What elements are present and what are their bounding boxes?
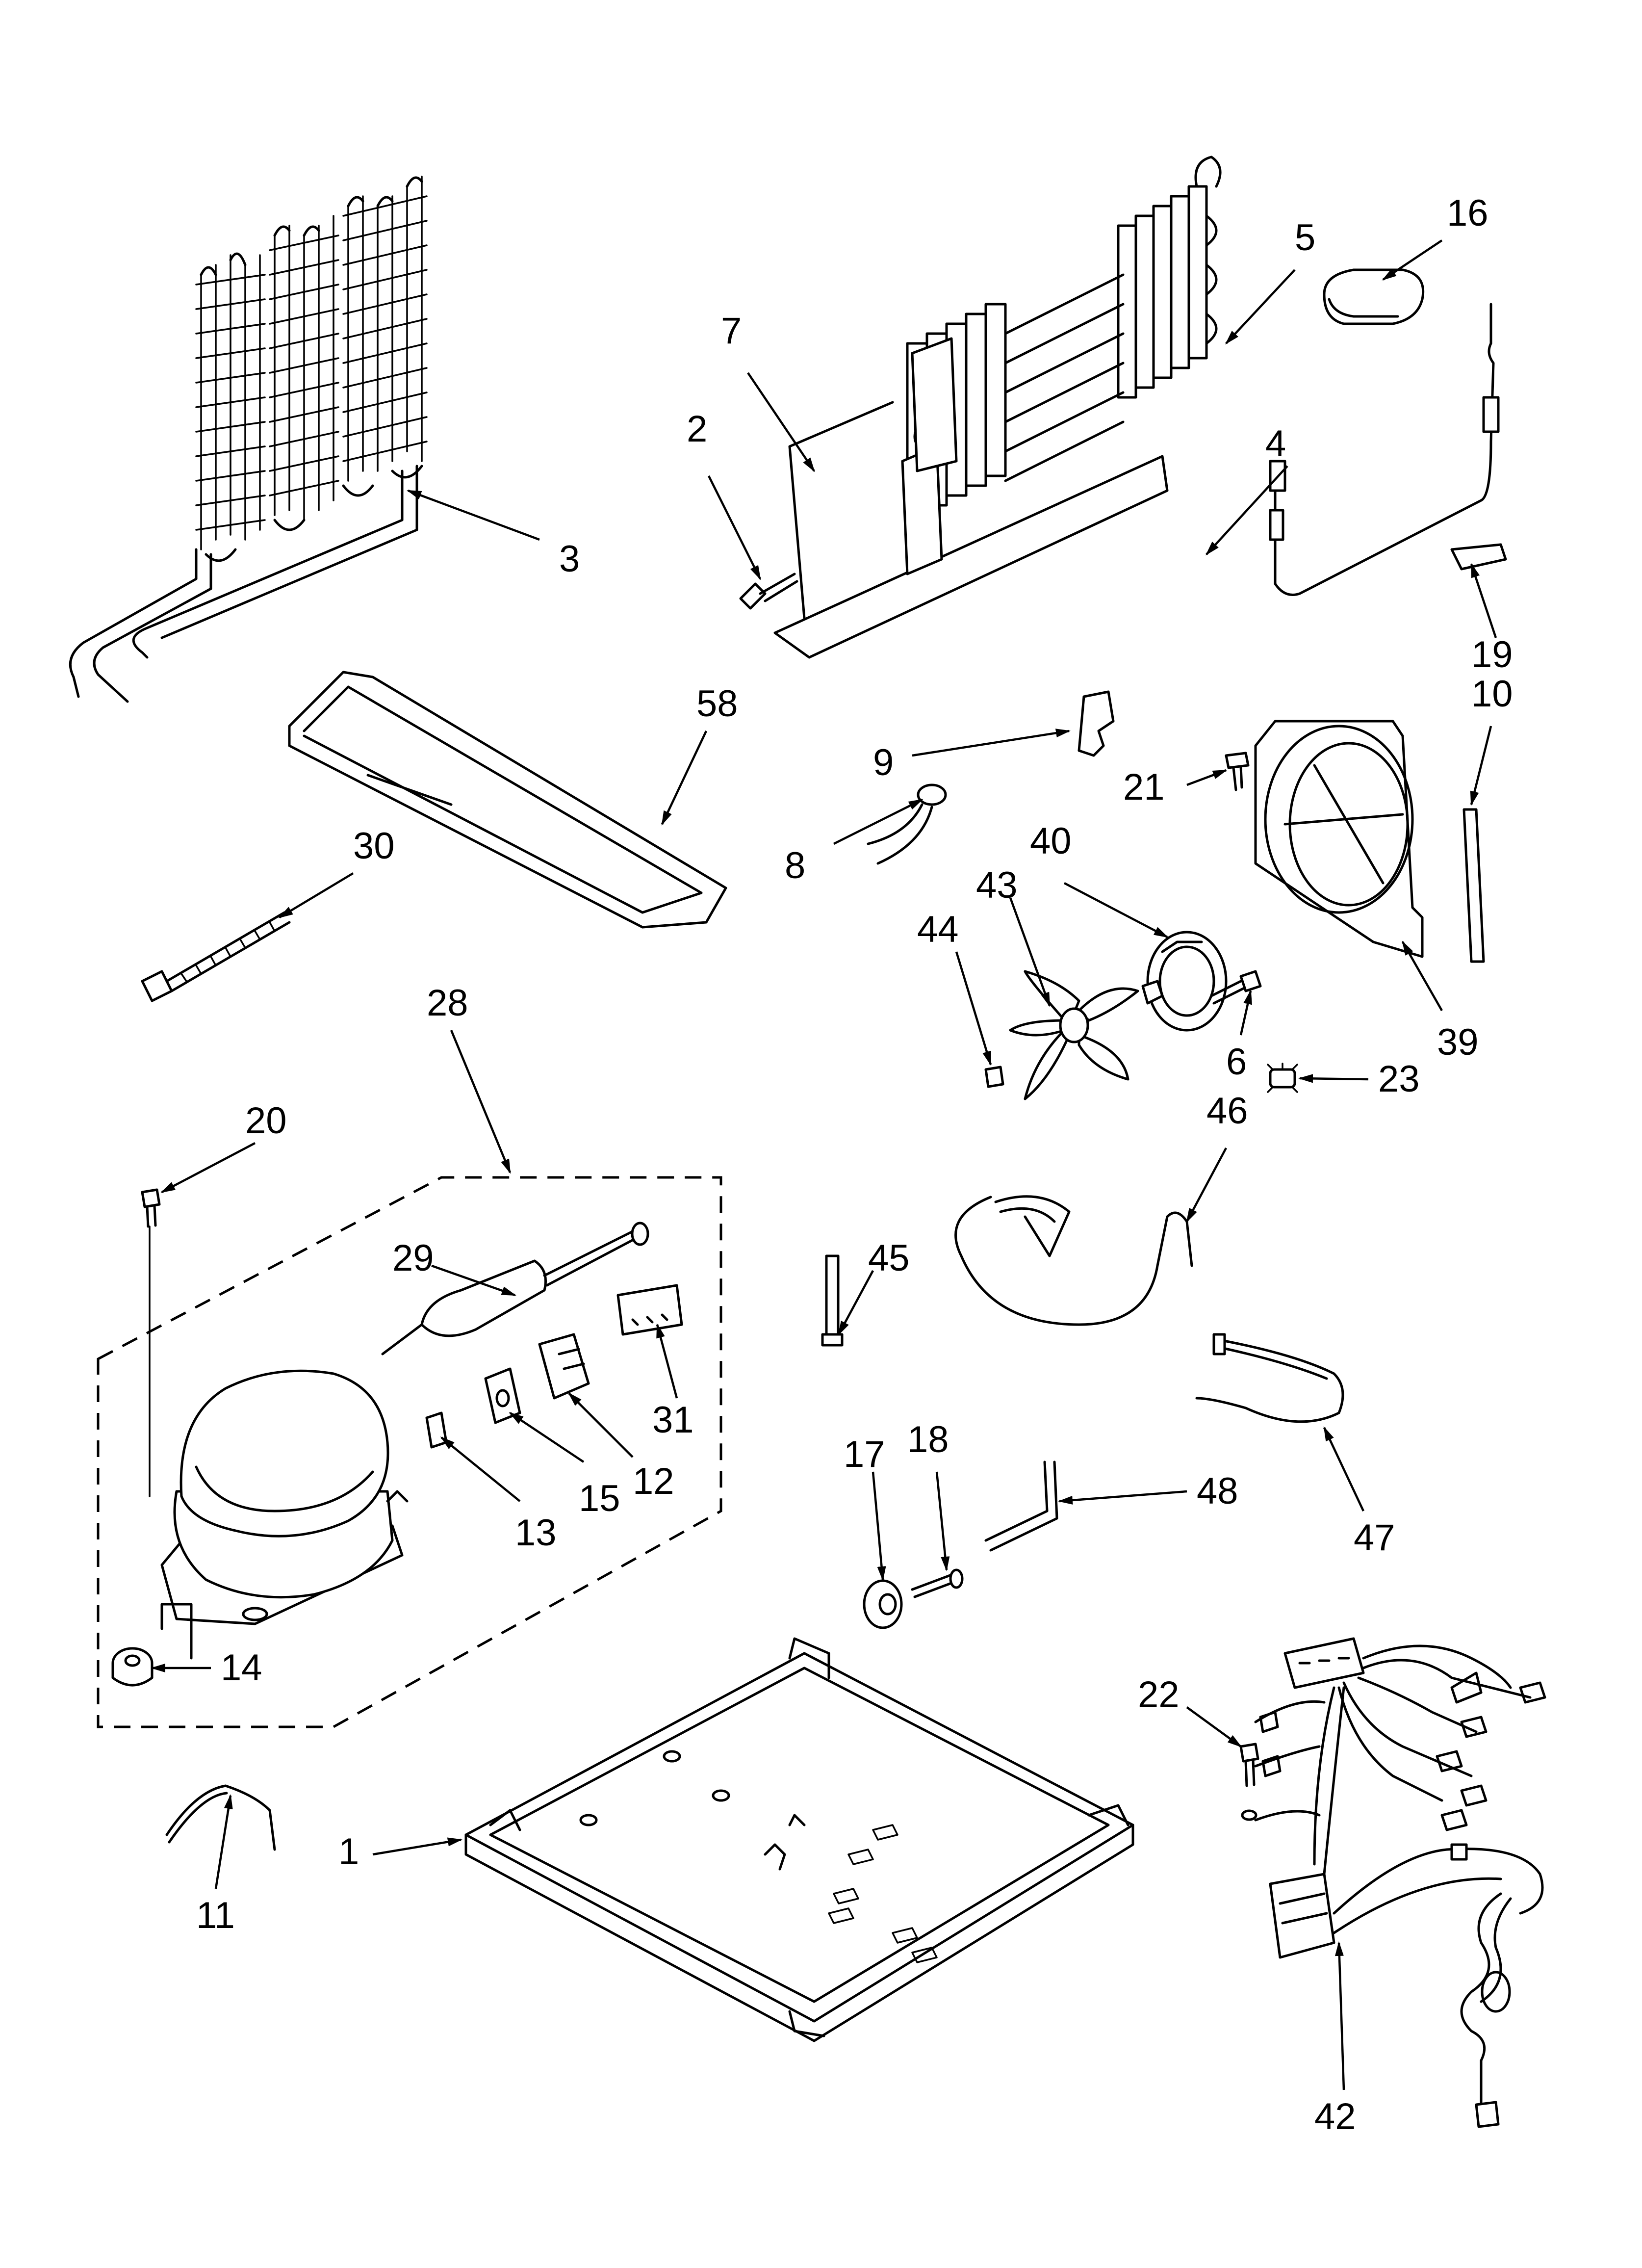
compressor <box>160 1369 409 1660</box>
part-22-screw <box>1239 1743 1259 1821</box>
part-21-screw <box>1225 752 1250 791</box>
callout-17: 17 <box>844 1434 885 1475</box>
part-23-grommet <box>1267 1063 1298 1093</box>
part-10-strip <box>1462 808 1485 963</box>
callout-28: 28 <box>427 982 468 1024</box>
callout-42: 42 <box>1314 2096 1356 2138</box>
callout-39: 39 <box>1437 1021 1479 1063</box>
callout-30: 30 <box>353 825 395 867</box>
part-39-fan-shroud <box>1254 720 1424 958</box>
callout-20: 20 <box>245 1100 287 1142</box>
part-2-screw <box>739 573 798 610</box>
part-6-screw <box>1210 970 1262 1005</box>
part-1-base-frame <box>464 1637 1134 2042</box>
callout-14: 14 <box>221 1647 262 1689</box>
callout-3: 3 <box>559 538 580 580</box>
part-4-wire <box>1269 303 1500 596</box>
callout-16: 16 <box>1447 192 1488 234</box>
callout-15: 15 <box>579 1478 620 1519</box>
part-30-cable-tie <box>141 911 291 1002</box>
callout-29: 29 <box>392 1237 434 1279</box>
part-19-clip <box>1450 543 1507 571</box>
callout-12: 12 <box>633 1460 674 1502</box>
callout-4: 4 <box>1265 423 1286 465</box>
part-17-wheel <box>863 1579 903 1629</box>
callout-47: 47 <box>1354 1517 1395 1559</box>
part-14-grommet <box>111 1647 154 1687</box>
callout-21: 21 <box>1123 766 1165 808</box>
callout-46: 46 <box>1206 1090 1248 1132</box>
callout-10: 10 <box>1471 673 1513 715</box>
callout-31: 31 <box>652 1399 694 1441</box>
leader-lines <box>151 239 1497 2090</box>
callout-labels: 3 7 2 5 16 4 19 10 58 9 8 21 30 40 43 44… <box>196 192 1513 2138</box>
callout-2: 2 <box>687 408 707 450</box>
part-58-drain-pan <box>288 671 727 929</box>
part-11-clip <box>165 1784 276 1851</box>
part-16-cap <box>1323 268 1425 325</box>
part-20-screw <box>141 1188 161 1497</box>
part-47-tube <box>1195 1333 1344 1423</box>
callout-5: 5 <box>1295 217 1315 259</box>
part-42-wire-harness <box>1254 1637 1546 2128</box>
part-15-overload <box>484 1367 521 1424</box>
callout-11: 11 <box>196 1895 235 1936</box>
callout-44: 44 <box>917 909 959 950</box>
callout-9: 9 <box>873 742 894 783</box>
part-28-compressor-kit <box>97 1176 722 1728</box>
callout-6: 6 <box>1226 1041 1247 1083</box>
part-44-clip <box>984 1066 1004 1088</box>
part-48-tube <box>984 1460 1058 1552</box>
part-5-evaporator <box>773 156 1222 659</box>
callout-8: 8 <box>785 845 805 886</box>
part-43-fan-blade <box>1009 970 1139 1100</box>
part-9-bracket <box>1078 690 1115 757</box>
callout-45: 45 <box>868 1237 910 1279</box>
callout-1: 1 <box>338 1831 359 1873</box>
callout-58: 58 <box>696 683 738 725</box>
callout-7: 7 <box>721 310 742 352</box>
callout-13: 13 <box>515 1512 557 1554</box>
callout-48: 48 <box>1197 1470 1238 1512</box>
part-12-relay <box>538 1333 590 1400</box>
part-45-pin <box>821 1254 844 1347</box>
callout-19: 19 <box>1471 634 1513 676</box>
callout-18: 18 <box>907 1419 949 1460</box>
part-40-fan-motor <box>1141 931 1228 1032</box>
part-18-axle <box>911 1568 964 1598</box>
callout-22: 22 <box>1138 1674 1180 1716</box>
callout-40: 40 <box>1030 820 1072 862</box>
callout-23: 23 <box>1378 1058 1420 1100</box>
callout-43: 43 <box>976 864 1018 906</box>
part-31-cover <box>616 1284 683 1336</box>
part-3-condenser <box>69 176 428 703</box>
part-8-thermostat <box>867 783 947 865</box>
part-13-clip <box>425 1411 448 1449</box>
part-46-tube <box>954 1195 1193 1326</box>
part-29-drier <box>381 1222 649 1356</box>
